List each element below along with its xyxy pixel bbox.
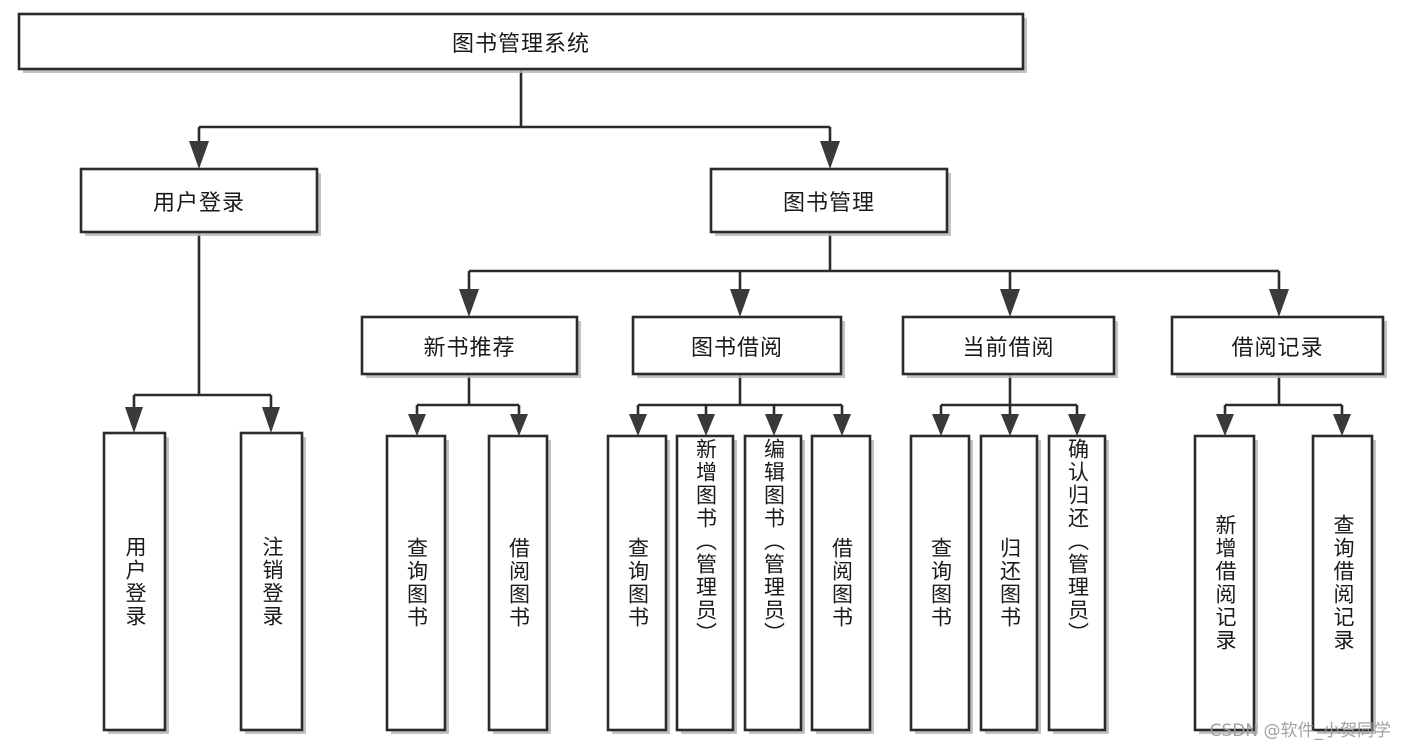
arrowhead-current-borrow [1000,289,1020,317]
arrowhead-leaf-add-book [697,414,715,436]
node-leaf-borrow-book-1[interactable] [487,434,549,732]
arrowhead-leaf-add-record [1216,414,1234,436]
arrowhead-leaf-user-login [125,407,143,433]
arrowhead-leaf-logout [262,407,280,433]
node-leaf-logout[interactable] [239,431,304,732]
arrowhead-leaf-borrow-book-2 [833,414,851,436]
node-leaf-borrow-book-2[interactable] [810,434,872,732]
node-book-borrow[interactable] [631,315,843,376]
node-root[interactable] [17,12,1025,71]
arrowhead-leaf-return-book [1001,414,1019,436]
node-new-book-rec[interactable] [360,315,579,376]
node-leaf-return-book[interactable] [979,434,1039,732]
arrowhead-layer [125,141,1351,436]
arrowhead-leaf-query-book-3 [932,414,950,436]
connector-layer [132,69,1344,414]
arrowhead-leaf-borrow-book-1 [510,414,528,436]
node-leaf-query-book-3[interactable] [909,434,971,732]
arrowhead-book-manage [820,141,840,169]
node-book-manage[interactable] [709,167,949,234]
node-leaf-query-book-1[interactable] [385,434,447,732]
arrowhead-leaf-edit-book [765,414,783,436]
node-current-borrow[interactable] [901,315,1116,376]
node-leaf-query-book-2[interactable] [606,434,668,732]
arrowhead-leaf-confirm-return [1068,414,1086,436]
node-leaf-add-book[interactable] [675,434,735,732]
arrowhead-user-login [189,141,209,169]
arrowhead-borrow-record [1269,289,1289,317]
arrowhead-leaf-query-book-1 [408,414,426,436]
node-borrow-record[interactable] [1170,315,1385,376]
arrowhead-new-book-rec [459,289,479,317]
node-leaf-add-record[interactable] [1193,434,1256,732]
arrowhead-leaf-query-book-2 [629,414,647,436]
arrowhead-leaf-query-record [1333,414,1351,436]
node-leaf-confirm-return[interactable] [1047,434,1107,732]
node-layer [17,12,1387,734]
node-leaf-query-record[interactable] [1311,434,1374,732]
node-user-login[interactable] [79,167,319,234]
node-leaf-user-login[interactable] [102,431,167,732]
arrowhead-book-borrow [730,289,750,317]
node-leaf-edit-book[interactable] [743,434,803,732]
